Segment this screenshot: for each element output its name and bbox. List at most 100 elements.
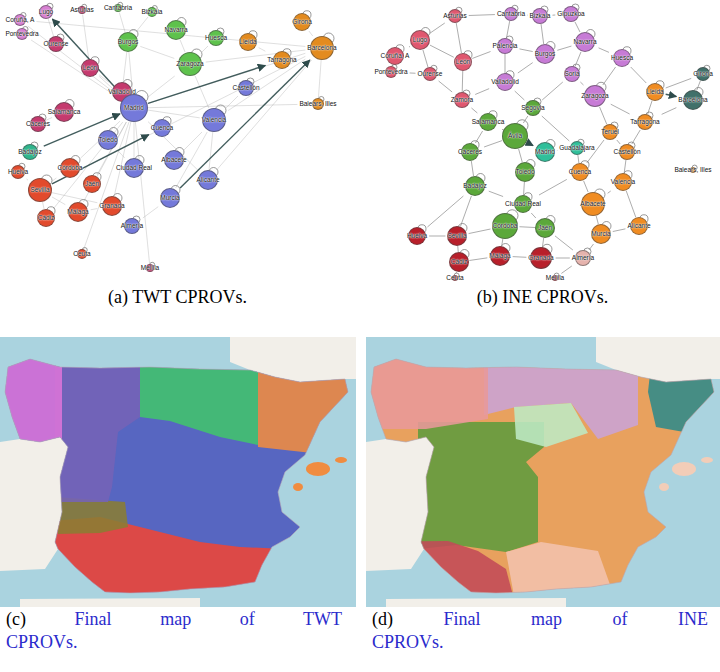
province-label: Castellón (230, 84, 261, 91)
link-line (259, 48, 266, 52)
link-line (523, 116, 528, 123)
province-label: Almería (570, 254, 596, 261)
province-label: Cádiz (449, 258, 470, 265)
figure-panel: (d) Final map of INE CPROVs. (366, 337, 720, 672)
caption-tag: (a) TWT CPROVs. (108, 287, 247, 307)
link-line (410, 72, 416, 73)
province-node: Madrid (533, 142, 557, 162)
province-label: Castellón (611, 148, 642, 155)
flow-arrow (148, 65, 265, 103)
region-fills (0, 337, 356, 607)
province-node: Palencia (491, 38, 520, 54)
province-label: Granada (526, 254, 555, 261)
link-line (626, 191, 635, 217)
province-label: Pontevedra (3, 30, 40, 37)
link-line (542, 238, 543, 247)
link-line (52, 193, 97, 203)
province-label: Huelva (6, 168, 30, 175)
province-node: Granada (526, 247, 555, 269)
link-line (556, 150, 557, 151)
figure-panel: (a) TWT CPROVs.Coruña, ALugoPontevedraOu… (0, 0, 355, 312)
province-node: León (454, 53, 472, 71)
province-node: Girona (691, 67, 715, 81)
caption-text: Final map of INE CPROVs. (372, 609, 708, 652)
link-line (123, 52, 127, 82)
province-label: Palencia (491, 42, 520, 49)
province-label: Girona (691, 70, 715, 77)
province-label: Ourense (42, 40, 71, 47)
province-node: Lleida (237, 33, 258, 51)
link-line (226, 96, 238, 108)
province-label: Valencia (609, 178, 637, 185)
link-line (541, 24, 544, 44)
africa-land (386, 598, 566, 607)
province-label: Coruña, A (4, 16, 37, 23)
province-node: Málaga (487, 246, 512, 266)
province-label: Guadalajara (557, 144, 596, 151)
province-label: Burgos (116, 38, 141, 45)
link-line (578, 155, 579, 163)
link-line (648, 101, 652, 114)
link-line (471, 108, 477, 113)
link-line (136, 17, 148, 32)
province-label: Asturias (441, 12, 468, 19)
link-line (519, 226, 535, 228)
map-c (0, 337, 356, 607)
province-label: Jaén (535, 224, 555, 231)
link-line (46, 117, 52, 120)
province-label: Zamora (449, 96, 475, 103)
province-node: Barcelona (305, 36, 338, 60)
link-line (505, 54, 506, 73)
province-label: Alicante (194, 176, 221, 183)
province-label: Sevilla (28, 186, 52, 193)
link-line (539, 179, 567, 195)
province-node: Huelva (6, 165, 30, 179)
flow-arrow (666, 94, 677, 96)
province-label: Ciudad Real (503, 200, 543, 207)
province-node: Burgos (116, 32, 141, 52)
province-label: Zaragoza (174, 60, 205, 67)
link-line (318, 60, 321, 98)
province-node: Cuenca (149, 119, 175, 137)
province-node: Zamora (449, 92, 475, 108)
portugal-land (0, 437, 68, 571)
region-fills (366, 337, 720, 607)
link-line (617, 140, 620, 144)
province-node: Tarragona (628, 114, 661, 130)
province-label: Lugo (410, 36, 430, 43)
province-label: Granada (97, 202, 126, 209)
link-line (43, 202, 45, 209)
province-node: Salamanca (470, 113, 507, 131)
province-node: Albacete (159, 150, 188, 170)
province-label: Badajoz (16, 148, 44, 155)
province-label: Málaga (487, 252, 512, 259)
province-label: Córdoba (56, 164, 85, 171)
province-label: Pontevedra (372, 68, 409, 75)
province-node: Cantabria (102, 3, 134, 12)
province-node: Ciudad Real (114, 158, 154, 178)
island (659, 483, 669, 491)
province-label: Barcelona (305, 44, 338, 51)
province-node: Castellón (611, 144, 642, 160)
link-line (148, 76, 175, 97)
province-label: Lleida (237, 38, 258, 45)
link-line (475, 89, 489, 95)
province-node: Ávila (502, 123, 528, 149)
province-node: Barcelona (676, 90, 709, 110)
province-label: Albacete (159, 156, 188, 163)
flow-arrow (528, 143, 533, 146)
province-node: Córdoba (491, 213, 520, 239)
province-label: Málaga (65, 208, 90, 215)
province-label: Barcelona (676, 96, 709, 103)
province-label: Navarra (162, 26, 189, 33)
province-label: León (454, 58, 472, 65)
link-line (518, 63, 533, 73)
sea (0, 337, 356, 607)
province-node: Valencia (609, 173, 637, 191)
caption-tag: (b) INE CPROVs. (477, 287, 609, 307)
region-darkred (366, 541, 516, 607)
province-label: Burgos (533, 50, 558, 57)
link-line (613, 229, 626, 232)
link-line (575, 52, 581, 66)
